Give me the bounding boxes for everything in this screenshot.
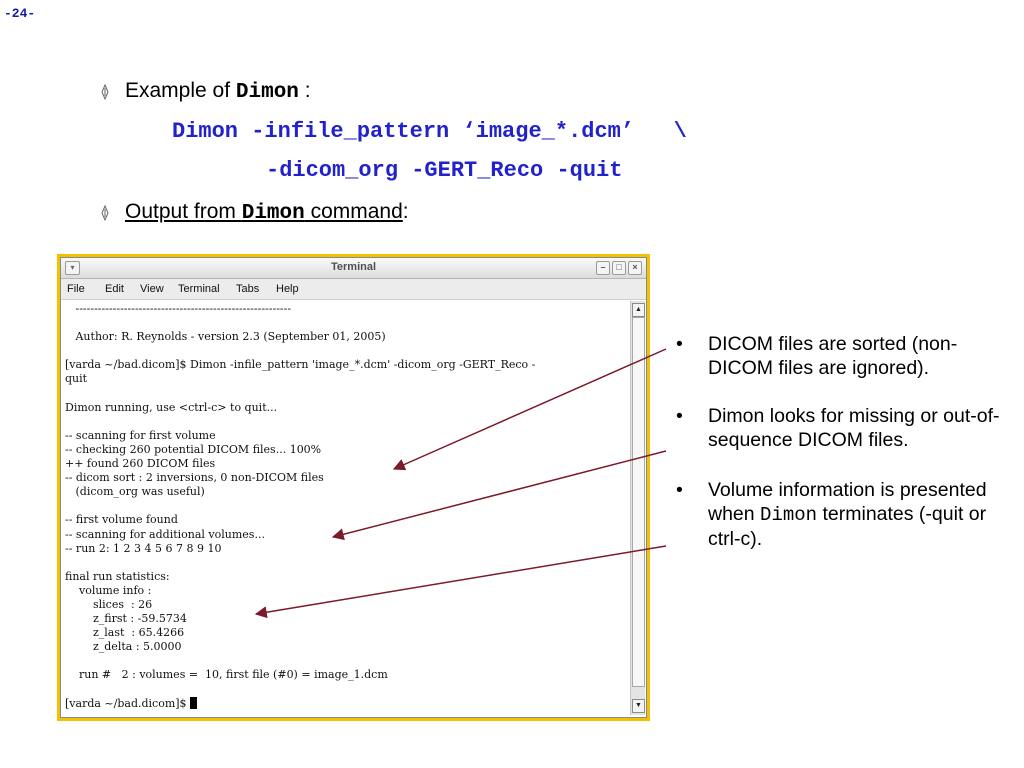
terminal-line: [varda ~/bad.dicom]$ Dimon -infile_patte… [65,358,536,372]
arrow-sorted [392,348,667,471]
pen-nib-bullet-icon [101,205,109,221]
note-bullet: • [676,405,683,427]
bullet-output-text: Output from Dimon command: [125,200,409,225]
terminal-text: ----------------------------------------… [63,301,630,711]
menu-file[interactable]: File [67,283,85,295]
command-line-2: -dicom_org -GERT_Reco -quit [266,158,623,183]
terminal-line: Author: R. Reynolds - version 2.3 (Septe… [75,330,386,344]
bullet-example-text: Example of Dimon : [125,79,311,104]
scroll-up-icon[interactable]: ▲ [632,303,645,317]
terminal-menubar: File Edit View Terminal Tabs Help [61,279,646,300]
terminal-line: -- run 2: 1 2 3 4 5 6 7 8 9 10 [65,541,222,555]
terminal-highlight-frame: ▾ Terminal – □ × File Edit View Terminal… [57,254,650,721]
terminal-line: final run statistics: [65,569,170,583]
terminal-line: z_first : -59.5734 [92,612,187,626]
terminal-line: -- scanning for additional volumes... [65,527,265,541]
arrow-missing [331,450,667,541]
terminal-line: (dicom_org was useful) [75,485,205,499]
terminal-line: slices : 26 [92,597,153,611]
terminal-output-lines: ----------------------------------------… [65,302,535,681]
terminal-line: ----------------------------------------… [75,302,292,315]
shell-prompt: [varda ~/bad.dicom]$ [65,696,191,710]
terminal-title: Terminal [330,261,377,273]
note-bullet: • [676,479,683,501]
note-sorted: • DICOM files are sorted (non-DICOM file… [676,333,958,379]
terminal-line: z_delta : 5.0000 [92,640,182,654]
menu-help[interactable]: Help [276,283,299,295]
text-cursor [190,696,198,709]
terminal-line: -- dicom sort : 2 inversions, 0 non-DICO… [65,471,324,485]
terminal-line: -- checking 260 potential DICOM files...… [65,442,322,456]
dimon-code: Dimon [235,81,299,104]
note-volume-info: • Volume information is presented when D… [676,479,987,550]
terminal-output[interactable]: ----------------------------------------… [63,301,630,715]
terminal-line: quit [65,372,88,386]
minimize-icon[interactable]: – [596,261,610,275]
dimon-code: Dimon [241,202,305,225]
terminal-line: -- scanning for first volume [65,428,216,442]
terminal-line: ++ found 260 DICOM files [65,457,216,471]
terminal-titlebar[interactable]: ▾ Terminal – □ × [61,258,646,279]
terminal-line: run # 2 : volumes = 10, first file (#0) … [78,668,388,682]
scroll-down-icon[interactable]: ▼ [632,699,645,713]
menu-view[interactable]: View [140,283,164,295]
terminal-window[interactable]: ▾ Terminal – □ × File Edit View Terminal… [60,257,647,718]
terminal-line: z_last : 65.4266 [92,626,185,640]
menu-terminal[interactable]: Terminal [178,283,220,295]
window-menu-icon[interactable]: ▾ [65,261,80,275]
note-missing: • Dimon looks for missing or out-of-sequ… [676,405,1000,451]
close-icon[interactable]: × [628,261,642,275]
page-number: -24- [4,6,36,21]
menu-edit[interactable]: Edit [105,283,124,295]
notes-list: • DICOM files are sorted (non-DICOM file… [676,332,1016,551]
terminal-line: -- first volume found [65,513,178,527]
terminal-scrollbar[interactable]: ▲ ▼ [630,301,645,715]
pen-nib-bullet-icon [101,84,109,100]
command-line-1: Dimon -infile_pattern ‘image_*.dcm’ \ [172,119,687,144]
menu-tabs[interactable]: Tabs [236,283,260,295]
maximize-icon[interactable]: □ [612,261,626,275]
note-bullet: • [676,333,683,355]
terminal-line: Dimon running, use <ctrl-c> to quit... [65,400,278,414]
arrow-volume-info [254,545,667,619]
dimon-code: Dimon [760,504,818,526]
terminal-line: volume info : [78,583,152,597]
scroll-thumb[interactable] [632,317,645,687]
